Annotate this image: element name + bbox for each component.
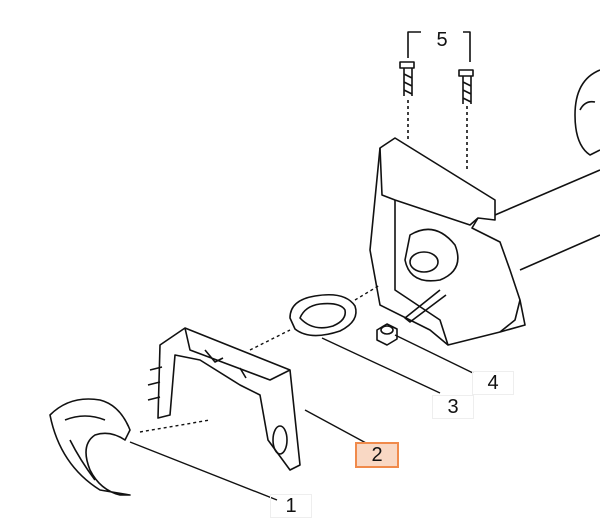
callout-4[interactable]: 4: [472, 371, 514, 395]
housing-part: [369, 137, 526, 346]
screws-part-5: [399, 31, 474, 170]
cover-part-1: [49, 398, 131, 496]
callout-5[interactable]: 5: [421, 28, 463, 52]
callout-1[interactable]: 1: [270, 494, 312, 518]
cylinder-partial: [574, 69, 600, 156]
callout-3[interactable]: 3: [432, 395, 474, 419]
callout-2-highlighted[interactable]: 2: [355, 442, 399, 468]
leader-lines: [129, 284, 474, 501]
gasket-part-3: [289, 293, 357, 337]
nut-part-4: [376, 323, 398, 346]
bracket-part-2: [147, 327, 301, 471]
